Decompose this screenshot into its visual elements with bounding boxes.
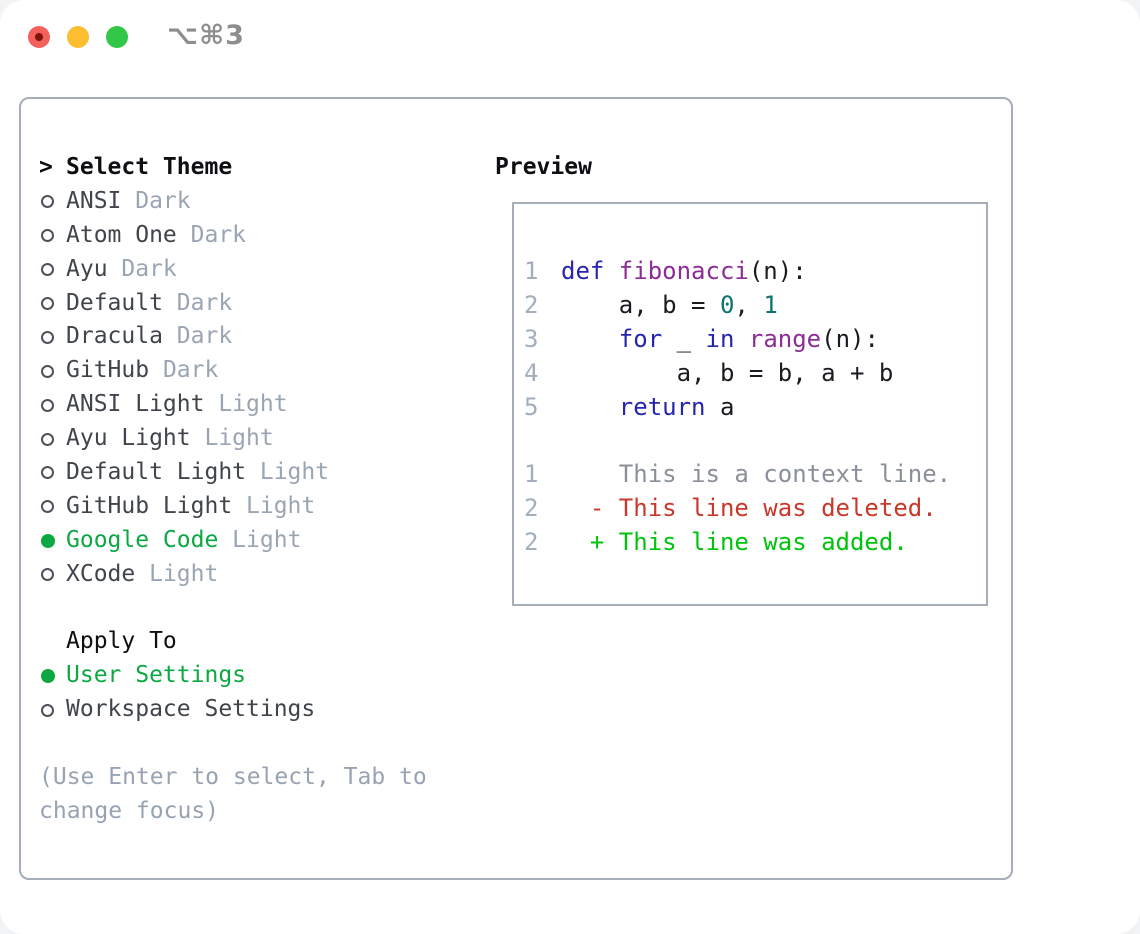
- code-line: 5 return a: [514, 391, 986, 425]
- code-line: 4 a, b = b, a + b: [514, 357, 986, 391]
- theme-item-github[interactable]: GitHub Dark: [39, 354, 489, 388]
- option-variant-label: Light: [246, 459, 330, 486]
- diff-line-added: 2 + This line was added.: [514, 526, 986, 560]
- radio-icon: [41, 568, 54, 582]
- radio-selected-icon: [41, 669, 55, 684]
- line-number: 1: [524, 460, 539, 489]
- radio-icon: [41, 297, 54, 310]
- blank-line: [514, 424, 986, 458]
- radio-icon: [41, 703, 54, 717]
- theme-item-xcode[interactable]: XCode Light: [39, 558, 489, 592]
- option-variant-label: Dark: [121, 187, 191, 214]
- theme-item-ayu[interactable]: Ayu Dark: [39, 253, 489, 287]
- theme-item-atom-one[interactable]: Atom One Dark: [39, 219, 489, 253]
- option-variant-label: Dark: [162, 323, 233, 350]
- radio-icon: [41, 500, 54, 514]
- diff-line-context: 1 This is a context line.: [514, 458, 986, 492]
- apply-option-user-settings[interactable]: User Settings: [39, 659, 489, 693]
- option-label: Default: [66, 289, 163, 316]
- close-button[interactable]: [28, 26, 50, 48]
- option-variant-label: Dark: [149, 357, 219, 384]
- line-number: 3: [524, 324, 539, 353]
- option-label: Google Code: [66, 526, 219, 553]
- line-number: 2: [524, 290, 539, 319]
- theme-item-default-light[interactable]: Default Light Light: [39, 456, 489, 490]
- option-label: ANSI Light: [66, 391, 205, 418]
- option-label: Dracula: [66, 323, 163, 350]
- option-label: GitHub Light: [66, 492, 233, 519]
- option-variant-label: Dark: [162, 289, 233, 316]
- radio-selected-icon: [41, 533, 55, 548]
- theme-item-github-light[interactable]: GitHub Light Light: [39, 490, 489, 524]
- option-label: GitHub: [66, 357, 150, 384]
- option-variant-label: Light: [190, 425, 274, 452]
- option-label: Ayu: [66, 255, 108, 282]
- radio-icon: [41, 263, 54, 277]
- minimize-button[interactable]: [67, 26, 89, 48]
- diff-line-deleted: 2 - This line was deleted.: [514, 492, 986, 526]
- radio-icon: [41, 398, 54, 412]
- usage-hint: (Use Enter to select, Tab to change focu…: [39, 764, 427, 824]
- option-variant-label: Dark: [107, 255, 177, 282]
- line-number: 2: [524, 528, 539, 557]
- option-variant-label: Light: [204, 391, 288, 418]
- option-label: User Settings: [66, 662, 247, 689]
- picker-title-row: > Select Theme: [39, 151, 489, 185]
- theme-item-ayu-light[interactable]: Ayu Light Light: [39, 422, 489, 456]
- apply-to-title-row: Apply To: [39, 625, 489, 659]
- radio-icon: [41, 466, 54, 480]
- option-label: ANSI: [66, 187, 122, 214]
- titlebar: ⌥⌘3: [0, 0, 1140, 75]
- code-line: 3 for _ in range(n):: [514, 323, 986, 357]
- theme-item-ansi-light[interactable]: ANSI Light Light: [39, 388, 489, 422]
- line-number: 4: [524, 358, 539, 387]
- apply-to-title: Apply To: [66, 628, 177, 655]
- option-label: Atom One: [66, 221, 177, 248]
- option-label: Ayu Light: [66, 425, 191, 452]
- option-variant-label: Light: [232, 492, 316, 519]
- theme-item-ansi[interactable]: ANSI Dark: [39, 185, 489, 219]
- code-line: 2 a, b = 0, 1: [514, 289, 986, 323]
- option-variant-label: Light: [135, 560, 219, 587]
- keyboard-shortcut-label: ⌥⌘3: [167, 20, 245, 51]
- option-label: XCode: [66, 560, 136, 587]
- theme-item-google-code[interactable]: Google Code Light: [39, 524, 489, 558]
- preview-title: Preview: [495, 154, 592, 180]
- theme-item-dracula[interactable]: Dracula Dark: [39, 320, 489, 354]
- radio-icon: [41, 364, 54, 378]
- radio-icon: [41, 330, 54, 344]
- picker-title: Select Theme: [66, 154, 233, 180]
- close-dot-icon: [35, 33, 43, 41]
- option-variant-label: Light: [218, 526, 302, 553]
- radio-icon: [41, 432, 54, 446]
- theme-item-default[interactable]: Default Dark: [39, 287, 489, 321]
- option-variant-label: Dark: [176, 221, 247, 248]
- radio-icon: [41, 195, 54, 209]
- radio-icon: [41, 229, 54, 243]
- option-label: Default Light: [66, 459, 247, 486]
- apply-option-workspace-settings[interactable]: Workspace Settings: [39, 693, 489, 727]
- line-number: 2: [524, 494, 539, 523]
- option-label: Workspace Settings: [66, 696, 316, 723]
- zoom-button[interactable]: [106, 26, 128, 48]
- prompt-icon: >: [39, 154, 53, 180]
- line-number: 1: [524, 257, 539, 285]
- line-number: 5: [524, 392, 539, 421]
